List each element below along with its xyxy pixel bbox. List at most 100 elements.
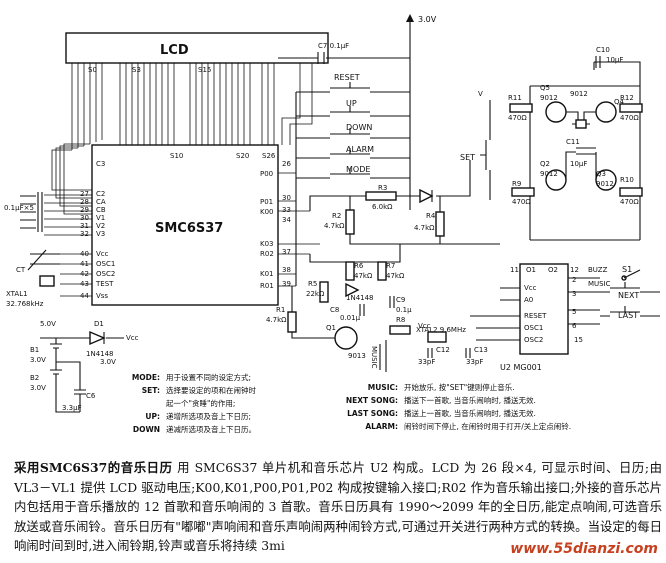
r8-label: R8 xyxy=(396,316,405,324)
circuit-schematic: LCD S0 S3 S15 SMC6S37 C3 S10 S20 S26 C2 … xyxy=(4,14,660,434)
button-next[interactable]: NEXT xyxy=(600,282,660,300)
music-opt-label: MUSIC xyxy=(588,280,611,288)
transistor-q5 xyxy=(545,101,567,123)
legend-right-k-1: NEXT SONG: xyxy=(346,396,398,405)
r7-label: R7 xyxy=(386,262,395,270)
pin-r-1: P01 xyxy=(260,198,273,206)
b1-value: 3.0V xyxy=(30,356,46,364)
b1-label: B1 xyxy=(30,346,39,354)
mg001-label: U2 MG001 xyxy=(500,363,542,372)
pin-s10: S10 xyxy=(170,152,183,160)
button-set[interactable]: SET xyxy=(460,110,491,200)
pin-r-4: R02 xyxy=(260,250,274,258)
pin-r-2: K00 xyxy=(260,208,274,216)
mg-pin-6: OSC2 xyxy=(524,336,543,344)
legend-right-k-3: ALARM: xyxy=(365,422,398,431)
q1-value: 9013 xyxy=(348,352,366,360)
c10-label: C10 xyxy=(596,46,610,54)
r11-value: 470Ω xyxy=(508,114,527,122)
switch-music[interactable]: MUSIC xyxy=(370,340,387,372)
seg-label-s15: S15 xyxy=(198,66,211,74)
button-alarm[interactable]: ALARM xyxy=(296,145,410,159)
xtal1-label: XTAL1 xyxy=(6,290,28,298)
legend-left-k-0: MODE: xyxy=(132,373,160,382)
button-reset[interactable]: RESET xyxy=(296,73,410,93)
cap-c8 xyxy=(359,304,365,316)
resistor-r6 xyxy=(345,261,355,281)
legend-left-v-2: 起一个"贪睡"的作用; xyxy=(166,398,235,408)
mg-pin-1: O2 xyxy=(548,266,558,274)
pin-n-2: 29 xyxy=(80,206,89,214)
buzz-label: BUZZ xyxy=(588,266,608,274)
button-up[interactable]: UP xyxy=(296,99,410,117)
xtal1 xyxy=(39,275,55,287)
button-down[interactable]: DOWN xyxy=(296,123,410,139)
pin-r-3: K03 xyxy=(260,240,274,248)
pin-l-8: OSC2 xyxy=(96,270,115,278)
q4-label: Q4 xyxy=(614,98,625,106)
resistor-r9 xyxy=(511,187,535,197)
watermark: www.55dianzi.com xyxy=(510,541,658,557)
ct-label: CT xyxy=(16,266,26,274)
caption: 采用SMC6S37的音乐日历 用 SMC6S37 单片机和音乐芯片 U2 构成。… xyxy=(14,458,662,556)
pin-r-6: R01 xyxy=(260,282,274,290)
xtal1-value: 32.768kHz xyxy=(6,300,44,308)
legend-right-k-2: LAST SONG: xyxy=(347,409,398,418)
legend-right-k-0: MUSIC: xyxy=(368,383,398,392)
c13-value: 33pF xyxy=(466,358,483,366)
pin-s20: S20 xyxy=(236,152,249,160)
r7-value: 47kΩ xyxy=(386,272,405,280)
pin-rn-0: 26 xyxy=(282,160,291,168)
q2-value: 9012 xyxy=(540,170,558,178)
r10-value: 470Ω xyxy=(620,198,639,206)
pin-l-10: Vss xyxy=(96,292,108,300)
legend-left-v-4: 递减所选项及音上下日历。 xyxy=(166,424,256,434)
diode-d1 xyxy=(89,330,106,346)
pin-l-3: V1 xyxy=(96,214,105,222)
resistor-r4 xyxy=(435,211,445,237)
pin-s26: S26 xyxy=(262,152,276,160)
pin-r-5: K01 xyxy=(260,270,274,278)
selector-s1[interactable]: BUZZ S1 MUSIC xyxy=(588,265,641,288)
resistor-r11 xyxy=(509,103,533,113)
pin-n-0: 27 xyxy=(80,190,89,198)
mg-num-0: 11 xyxy=(510,266,519,274)
r2-label: R2 xyxy=(332,212,341,220)
button-last[interactable]: LAST xyxy=(600,306,660,320)
mg-pin-2: Vcc xyxy=(524,284,537,292)
cap-bank-label: 0.1μF×5 xyxy=(4,204,34,212)
mg-num-4: 5 xyxy=(572,308,576,316)
five-v-label: 5.0V xyxy=(40,320,56,328)
pin-l-0: C2 xyxy=(96,190,105,198)
batteries xyxy=(50,338,80,413)
c11-value: 10μF xyxy=(570,160,587,168)
pin-n-4: 31 xyxy=(80,222,89,230)
c9-label: C9 xyxy=(396,296,405,304)
wire-r3 xyxy=(309,160,471,211)
legend-right-v-2: 播送上一首歌, 当音乐闹响时, 播送无效. xyxy=(404,408,536,418)
last-label: LAST xyxy=(618,311,638,320)
legend-right-v-0: 开始放乐, 按"SET"键则停止音乐. xyxy=(404,382,515,392)
resistor-r7 xyxy=(377,261,387,281)
seg-label-s3: S3 xyxy=(132,66,141,74)
cap-c9 xyxy=(389,296,395,308)
mg-left-wires xyxy=(470,287,520,341)
pin-l-6: Vcc xyxy=(96,250,109,258)
pin-n-5: 32 xyxy=(80,230,89,238)
button-mode[interactable]: MODE xyxy=(296,165,410,179)
pin-rn-1: 30 xyxy=(282,194,291,202)
c13-label: C13 xyxy=(474,346,488,354)
r5-value: 22kΩ xyxy=(306,290,325,298)
legend-right-v-1: 播送下一首歌, 当音乐闹响时, 播送无效. xyxy=(404,395,536,405)
chip-mg001 xyxy=(519,263,569,355)
legend-right-v-3: 闹铃时间下停止, 在闹铃时用于打开/关上定点闹铃. xyxy=(404,421,571,431)
c8-label: C8 xyxy=(330,306,339,314)
resistor-r2 xyxy=(345,209,355,235)
legend-left-v-0: 用于设置不同的设定方式; xyxy=(166,372,251,382)
s1-label: S1 xyxy=(622,265,632,274)
cap-bank xyxy=(20,192,43,232)
lcd-module xyxy=(65,32,329,64)
q5-label: Q5 xyxy=(540,84,550,92)
xtal2 xyxy=(427,331,447,343)
music-switch-label: MUSIC xyxy=(370,346,378,369)
